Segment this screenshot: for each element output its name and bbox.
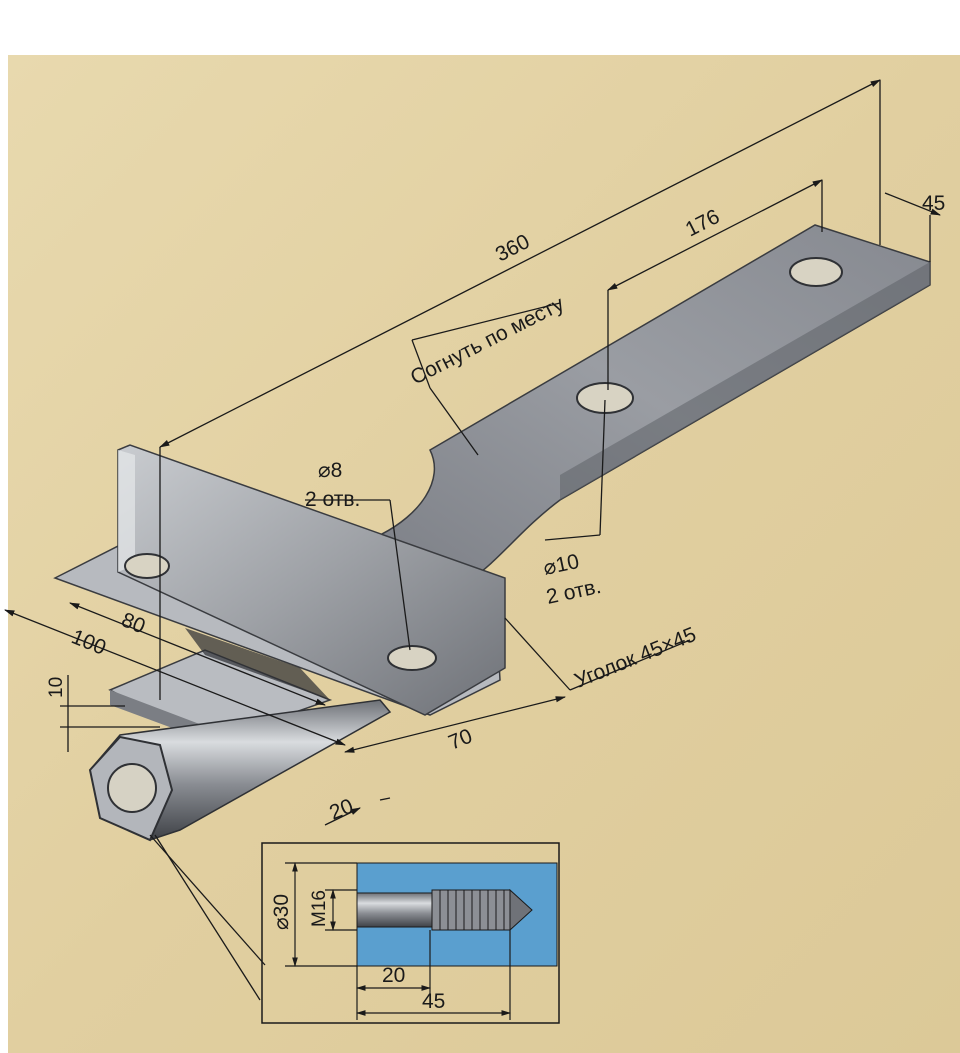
thread-section (431, 888, 533, 932)
detail-thread-label: M16 (309, 890, 330, 927)
page-top-white (0, 0, 960, 55)
hole-8-diameter-label: ⌀8 (318, 459, 342, 482)
dim-45-label: 45 (922, 192, 945, 215)
angle-hole-right (387, 645, 437, 671)
hex-bore (107, 763, 157, 813)
detail-length-label: 45 (422, 990, 445, 1013)
detail-outer-diameter-label: ⌀30 (270, 894, 293, 930)
detail-thread-depth-label: 20 (382, 964, 405, 987)
dimension-lines (4, 79, 941, 1001)
angle-hole-left (124, 553, 170, 579)
strip-hole-far (789, 257, 843, 287)
hole-8-count-label: 2 отв. (305, 488, 360, 511)
dim-10-label: 10 (46, 677, 67, 698)
detail-view (261, 842, 560, 1024)
